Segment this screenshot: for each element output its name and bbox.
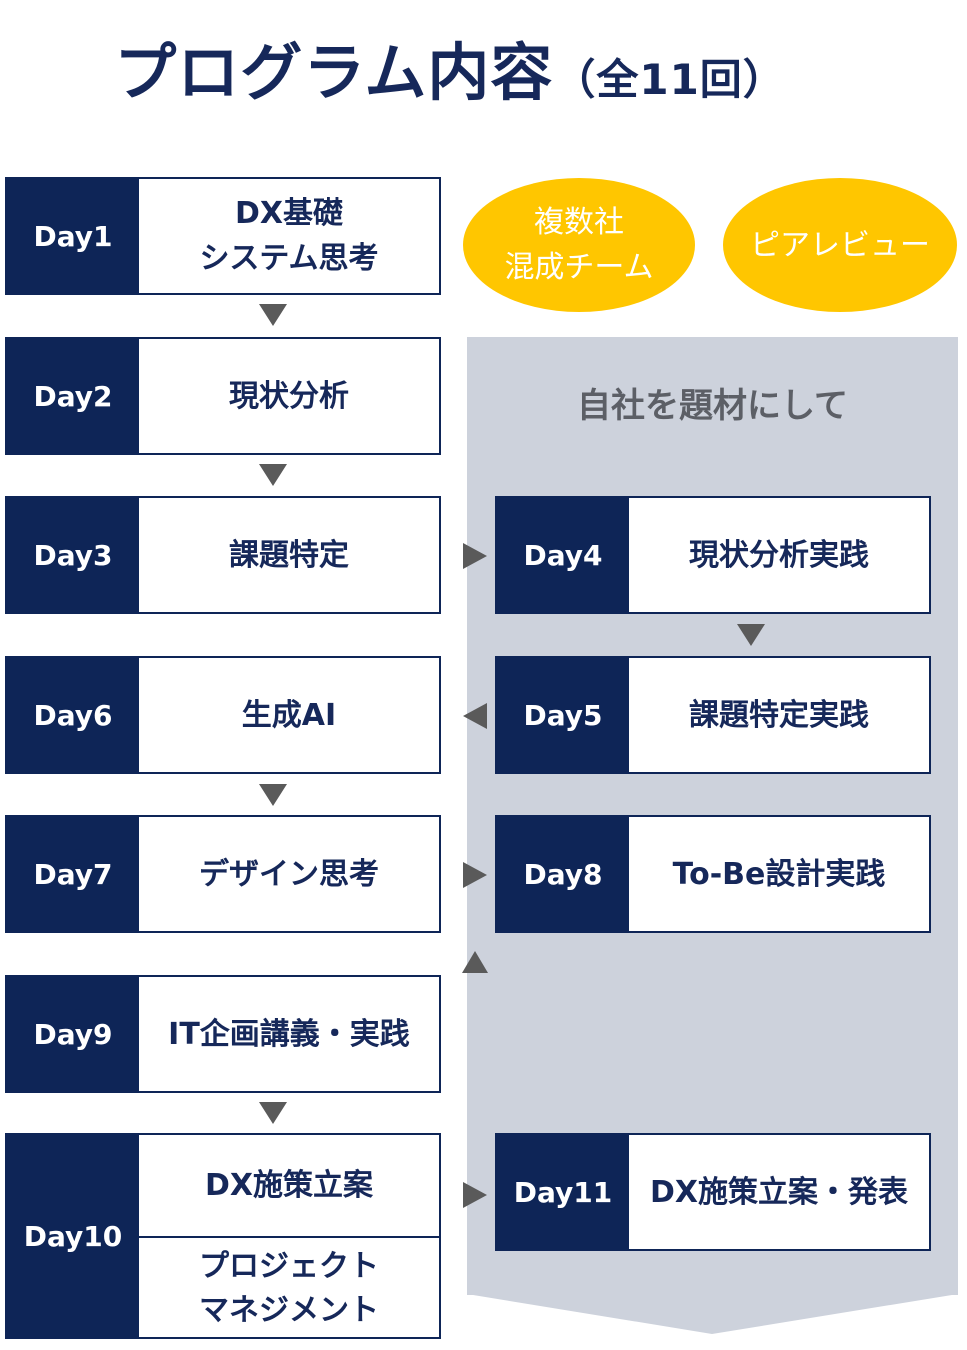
card-section-top: DX施策立案 [139,1135,439,1236]
arrow-right-icon [463,1182,487,1208]
text-line: 生成AI [241,697,337,733]
card-section-bottom: プロジェクト マネジメント [139,1236,439,1339]
text-line: デザイン思考 [199,856,379,892]
day-label: Day6 [7,658,139,772]
text-line: システム思考 [199,241,379,276]
day-label: Day3 [7,498,139,612]
arrow-down-icon [259,1102,287,1124]
panel-label: 自社を題材にして [577,386,848,426]
card-text: 生成AI [139,658,439,772]
card-text: 現状分析実践 [629,498,929,612]
arrow-down-icon [259,784,287,806]
badge-mixed-team: 複数社 混成チーム [463,178,695,312]
card-text: IT企画講義・実践 [139,977,439,1091]
arrow-down-icon [259,304,287,326]
card-day3: Day3 課題特定 [5,496,441,614]
card-day9: Day9 IT企画講義・実践 [5,975,441,1093]
card-text: 課題特定 [139,498,439,612]
text-line: 現状分析実践 [689,537,869,573]
text-line: プロジェクト [199,1249,379,1284]
card-day8: Day8 To-Be設計実践 [495,815,931,933]
card-day4: Day4 現状分析実践 [495,496,931,614]
card-day5: Day5 課題特定実践 [495,656,931,774]
card-text: 現状分析 [139,339,439,453]
card-day11: Day11 DX施策立案・発表 [495,1133,931,1251]
badge-line: 複数社 [534,205,624,240]
day-label: Day2 [7,339,139,453]
card-day7: Day7 デザイン思考 [5,815,441,933]
text-line: 現状分析 [229,378,349,414]
day-label: Day7 [7,817,139,931]
card-text: DX施策立案 プロジェクト マネジメント [139,1135,439,1337]
arrow-up-icon [462,951,488,973]
text-line: DX基礎 [234,196,344,231]
text-line: 課題特定 [229,537,349,573]
day-label: Day8 [497,817,629,931]
card-day6: Day6 生成AI [5,656,441,774]
text-line: DX施策立案・発表 [649,1174,909,1210]
day-label: Day10 [7,1135,139,1337]
text-line: To-Be設計実践 [672,856,886,892]
card-text: デザイン思考 [139,817,439,931]
day-label: Day9 [7,977,139,1091]
badge-peer-review: ピアレビュー [723,178,957,312]
text-line: IT企画講義・実践 [168,1016,410,1052]
day-label: Day5 [497,658,629,772]
title-main: プログラム内容 [114,36,554,109]
text-line: 課題特定実践 [689,697,869,733]
arrow-left-icon [463,703,487,729]
text-line: DX施策立案 [204,1167,374,1203]
arrow-right-icon [463,543,487,569]
arrow-down-icon [737,624,765,646]
text-line: マネジメント [199,1292,379,1328]
card-day2: Day2 現状分析 [5,337,441,455]
arrow-right-icon [463,862,487,888]
panel-arrow-tip [467,1294,958,1334]
card-day10: Day10 DX施策立案 プロジェクト マネジメント [5,1133,441,1339]
day-label: Day11 [497,1135,629,1249]
day-label: Day1 [7,179,139,293]
day-label: Day4 [497,498,629,612]
card-text: DX施策立案・発表 [629,1135,929,1249]
card-text: To-Be設計実践 [629,817,929,931]
badge-line: ピアレビュー [750,227,930,263]
badge-line: 混成チーム [504,250,654,285]
arrow-down-icon [259,464,287,486]
title-sub: （全11回） [553,55,786,104]
card-day1: Day1 DX基礎 システム思考 [5,177,441,295]
page-title: プログラム内容（全11回） [0,22,900,112]
card-text: 課題特定実践 [629,658,929,772]
card-text: DX基礎 システム思考 [139,179,439,293]
